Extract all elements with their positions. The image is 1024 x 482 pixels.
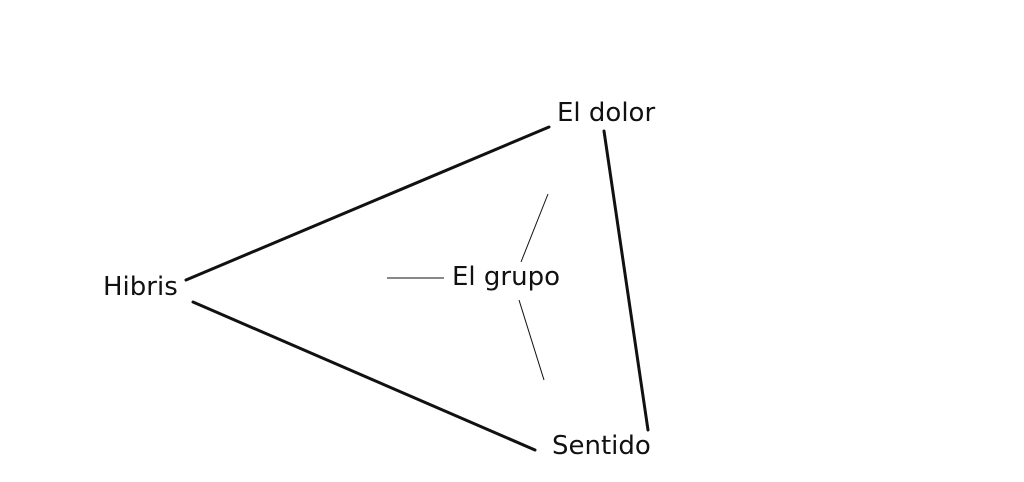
edge-dolor-sentido [602,129,650,432]
edge-hibris-sentido [191,300,537,452]
node-hibris: Hibris [103,272,178,302]
spoke-grupo-sentido [518,299,545,381]
node-el-dolor: El dolor [557,98,656,128]
node-sentido: Sentido [552,431,651,461]
edge-hibris-dolor [184,125,551,282]
node-el-grupo: El grupo [452,262,560,292]
spoke-grupo-dolor [520,193,549,263]
